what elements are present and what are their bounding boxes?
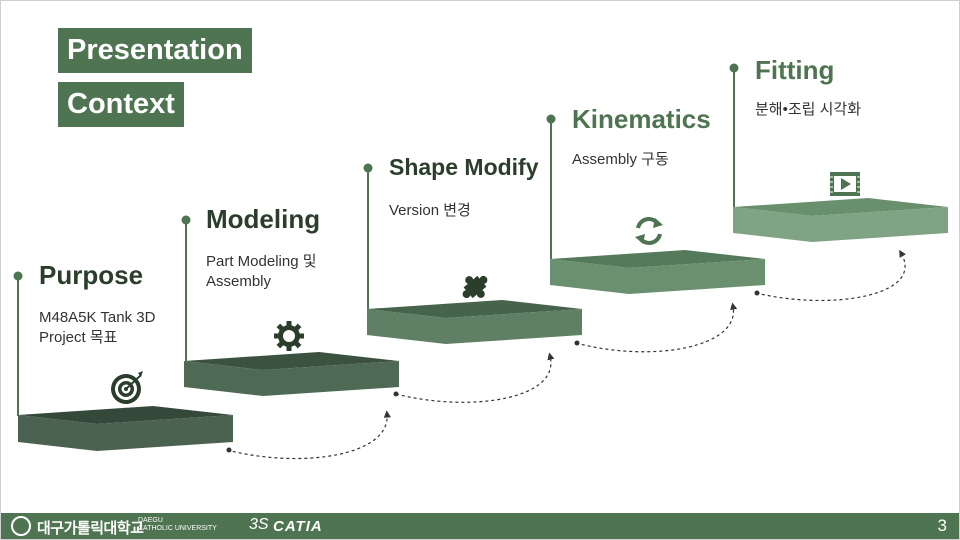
step-2-dot	[181, 215, 191, 225]
arrow-2-3	[395, 352, 555, 403]
page-number: 3	[937, 516, 947, 535]
step-1-desc: M48A5K Tank 3D Project 목표	[39, 308, 155, 348]
title-line-1: Presentation	[58, 28, 252, 73]
step-1-front	[18, 415, 233, 451]
step-3-desc-line-1: Version 변경	[389, 202, 471, 219]
step-5-top	[733, 198, 948, 216]
step-1-title: Purpose	[39, 260, 144, 290]
step-4-desc-line-1: Assembly 구동	[572, 151, 669, 168]
title-line-2: Context	[58, 82, 184, 127]
step-4-front	[550, 259, 765, 294]
step-1-dot	[13, 271, 23, 281]
step-5-title: Fitting	[755, 55, 835, 85]
step-5-desc: 분해•조립 시각화	[755, 100, 861, 120]
step-4-dot	[546, 114, 556, 124]
university-seal-icon	[11, 516, 31, 536]
catia-logo: CATIA	[273, 518, 323, 535]
step-4-top	[550, 250, 765, 268]
refresh-icon	[635, 217, 663, 245]
university-english-line-1: DAEGU	[138, 517, 163, 524]
step-1-desc-line-1: M48A5K Tank 3D	[39, 309, 156, 326]
university-name: 대구가톨릭대학교	[37, 520, 144, 537]
arrow-2-3-start	[393, 391, 399, 397]
target-icon	[111, 371, 143, 404]
puzzle-icon	[462, 275, 488, 299]
arrow-3-4	[575, 302, 738, 353]
step-3-desc: Version 변경	[389, 201, 471, 221]
staircase-diagram	[13, 63, 948, 460]
gear-icon	[274, 321, 304, 351]
step-2-title: Modeling	[206, 204, 321, 234]
arrow-1-2	[226, 410, 391, 460]
dassault-logo-icon: 3S	[249, 516, 269, 533]
step-3-front	[367, 309, 582, 344]
step-3-top	[367, 300, 582, 318]
step-1-desc-line-2: Project 목표	[39, 329, 118, 346]
footer-bar: 대구가톨릭대학교 DAEGU CATHOLIC UNIVERSITY 3S CA…	[1, 513, 959, 539]
arrow-3-4-start	[574, 340, 580, 346]
step-4-title: Kinematics	[572, 104, 711, 134]
step-5-desc-line-1: 분해•조립 시각화	[755, 101, 862, 118]
arrow-1-2-start	[226, 447, 232, 453]
university-english-line-2: CATHOLIC UNIVERSITY	[138, 525, 217, 532]
step-2-desc-line-1: Part Modeling 및	[206, 253, 317, 270]
step-5-dot	[729, 63, 739, 73]
step-2-top	[184, 352, 399, 370]
arrow-4-5-start	[754, 290, 760, 296]
step-2-desc-line-2: Assembly	[206, 273, 272, 290]
step-5-front	[733, 207, 948, 242]
arrow-4-5	[755, 249, 906, 302]
step-2-front	[184, 361, 399, 396]
step-3-title: Shape Modify	[389, 154, 539, 180]
step-4-desc: Assembly 구동	[572, 150, 669, 170]
step-2-desc: Part Modeling 및 Assembly	[206, 252, 317, 292]
step-3-dot	[363, 163, 373, 173]
video-icon	[830, 172, 860, 196]
university-english-name: DAEGU CATHOLIC UNIVERSITY	[138, 517, 217, 533]
step-1-top	[18, 406, 233, 424]
